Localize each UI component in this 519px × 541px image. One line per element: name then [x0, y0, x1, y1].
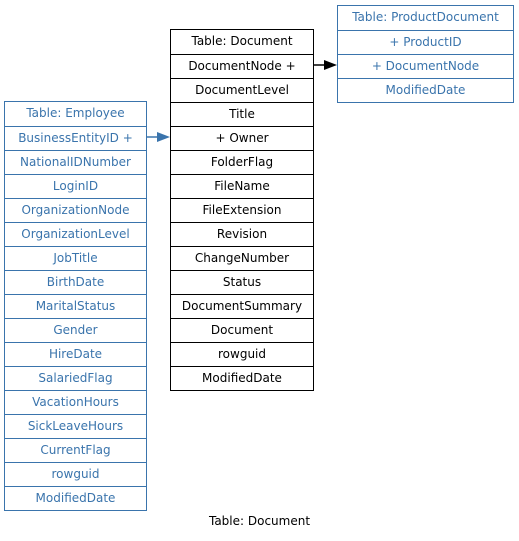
field-salariedflag[interactable]: SalariedFlag	[5, 366, 146, 390]
field-birthdate[interactable]: BirthDate	[5, 270, 146, 294]
table-productdocument[interactable]: Table: ProductDocument + ProductID + Doc…	[337, 5, 514, 103]
field-documentnode[interactable]: + DocumentNode	[338, 54, 513, 78]
field-status[interactable]: Status	[171, 270, 313, 294]
field-rowguid[interactable]: rowguid	[5, 462, 146, 486]
field-fileextension[interactable]: FileExtension	[171, 198, 313, 222]
field-organizationnode[interactable]: OrganizationNode	[5, 198, 146, 222]
table-header: Table: Employee	[26, 106, 125, 120]
arrow-employee-to-document	[147, 132, 170, 142]
field-rowguid[interactable]: rowguid	[171, 342, 313, 366]
field-modifieddate[interactable]: ModifiedDate	[5, 486, 146, 510]
diagram-caption: Table: Document	[208, 514, 311, 528]
field-gender[interactable]: Gender	[5, 318, 146, 342]
field-title[interactable]: Title	[171, 102, 313, 126]
field-folderflag[interactable]: FolderFlag	[171, 150, 313, 174]
field-documentlevel[interactable]: DocumentLevel	[171, 78, 313, 102]
field-document[interactable]: Document	[171, 318, 313, 342]
field-sickleavehours[interactable]: SickLeaveHours	[5, 414, 146, 438]
field-nationalidnumber[interactable]: NationalIDNumber	[5, 150, 146, 174]
field-currentflag[interactable]: CurrentFlag	[5, 438, 146, 462]
field-documentnode[interactable]: DocumentNode +	[171, 54, 313, 78]
field-modifieddate[interactable]: ModifiedDate	[338, 78, 513, 102]
table-document[interactable]: Table: Document DocumentNode + DocumentL…	[170, 29, 314, 391]
field-productid[interactable]: + ProductID	[338, 30, 513, 54]
field-changenumber[interactable]: ChangeNumber	[171, 246, 313, 270]
field-revision[interactable]: Revision	[171, 222, 313, 246]
field-maritalstatus[interactable]: MaritalStatus	[5, 294, 146, 318]
field-organizationlevel[interactable]: OrganizationLevel	[5, 222, 146, 246]
field-modifieddate[interactable]: ModifiedDate	[171, 366, 313, 390]
table-employee[interactable]: Table: Employee BusinessEntityID + Natio…	[4, 101, 147, 511]
field-vacationhours[interactable]: VacationHours	[5, 390, 146, 414]
table-header: Table: Document	[191, 34, 293, 48]
field-owner[interactable]: + Owner	[171, 126, 313, 150]
field-loginid[interactable]: LoginID	[5, 174, 146, 198]
table-header: Table: ProductDocument	[352, 10, 499, 24]
arrow-document-to-productdocument	[314, 60, 337, 70]
field-documentsummary[interactable]: DocumentSummary	[171, 294, 313, 318]
field-jobtitle[interactable]: JobTitle	[5, 246, 146, 270]
field-hiredate[interactable]: HireDate	[5, 342, 146, 366]
field-businessentityid[interactable]: BusinessEntityID +	[5, 126, 146, 150]
field-filename[interactable]: FileName	[171, 174, 313, 198]
